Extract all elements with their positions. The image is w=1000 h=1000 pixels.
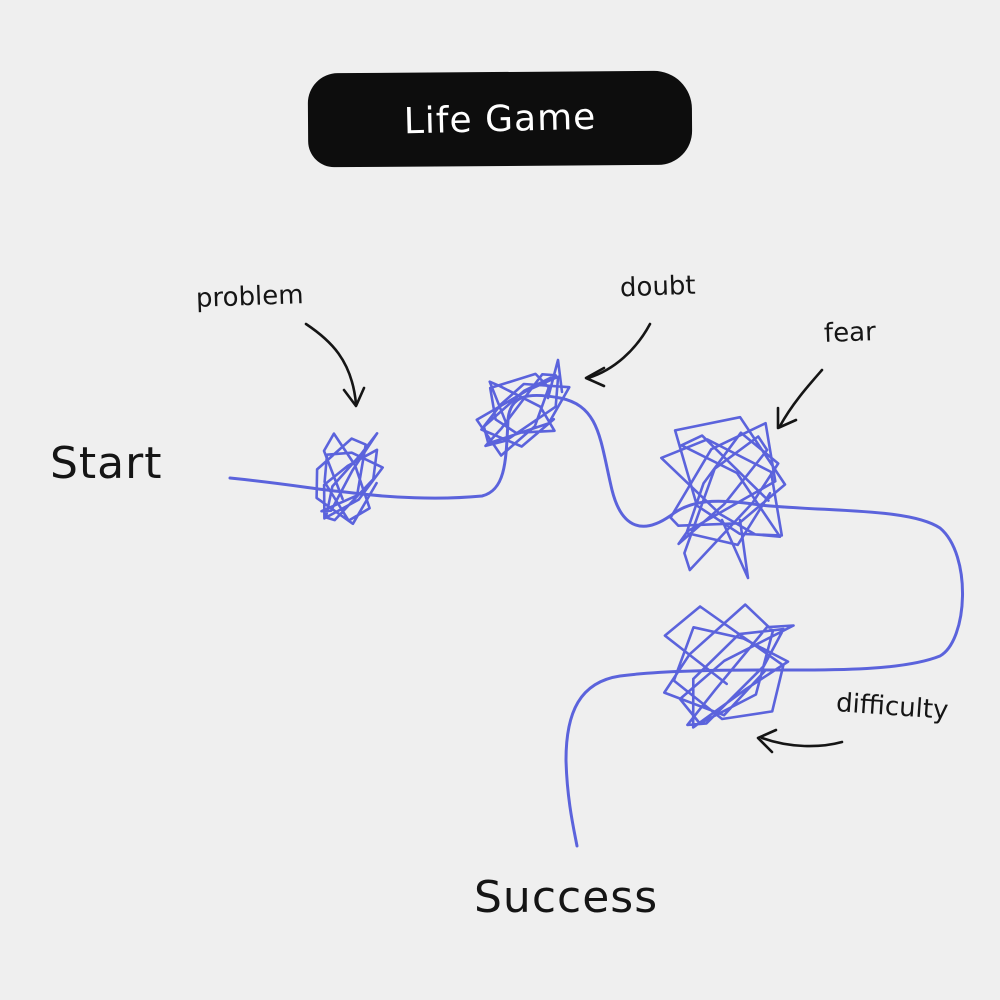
- arrow-fear-head: [776, 406, 798, 430]
- obstacle-spike-doubt: [546, 358, 564, 400]
- obstacle-label-doubt: doubt: [619, 270, 697, 304]
- obstacle-knot-fear: [660, 415, 787, 572]
- arrow-doubt-shaft: [586, 322, 652, 380]
- arrow-difficulty-head: [756, 728, 778, 754]
- arrow-difficulty: [756, 728, 844, 754]
- success-label: Success: [474, 872, 659, 923]
- obstacle-knot-problem: [315, 432, 384, 526]
- arrow-doubt-head: [584, 366, 606, 388]
- life-path-road: [228, 393, 964, 848]
- arrow-problem-head: [342, 386, 366, 408]
- obstacle-knot-difficulty: [663, 603, 795, 729]
- arrow-problem: [304, 322, 366, 408]
- obstacle-knot-doubt: [475, 372, 571, 457]
- arrow-layer: [304, 322, 844, 754]
- obstacle-label-fear: fear: [823, 317, 877, 349]
- arrow-doubt: [584, 322, 652, 388]
- arrow-problem-shaft: [304, 322, 358, 406]
- obstacle-spike-fear: [720, 518, 750, 580]
- start-label: Start: [50, 438, 163, 489]
- arrow-fear: [776, 368, 824, 430]
- arrow-fear-shaft: [778, 368, 824, 428]
- path-layer: [228, 358, 964, 848]
- obstacle-label-problem: problem: [195, 280, 305, 314]
- arrow-difficulty-shaft: [760, 736, 844, 748]
